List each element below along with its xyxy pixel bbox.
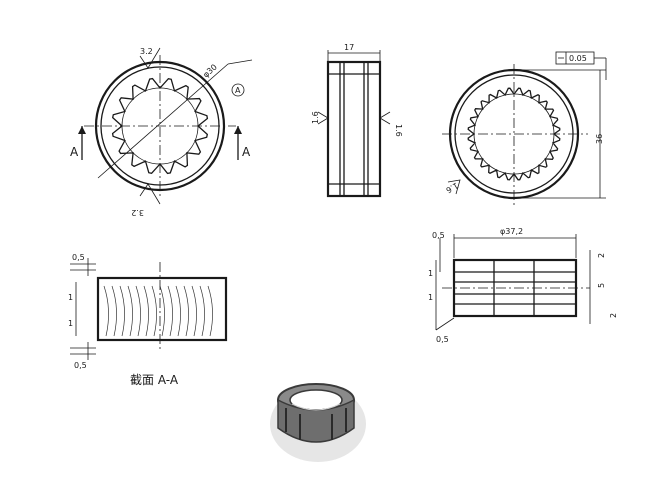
side-view: 17 1.6 1.6 (311, 43, 403, 198)
front-view: φ30 A 3.2 3.2 A A (70, 47, 253, 217)
section-dim-1a: 1 (68, 293, 73, 302)
side-finish-left-symbol (317, 111, 329, 125)
right-finish-symbol (447, 179, 461, 195)
detail-diameter-text: φ37,2 (500, 227, 523, 236)
section-view: 0,5 0,5 1 1 截面 A-A (68, 253, 228, 387)
hatch-line (119, 285, 125, 337)
detail-bottom-leader (435, 317, 455, 331)
datum-circle (231, 83, 245, 97)
hatch-line (151, 285, 157, 337)
section-outline (96, 276, 228, 342)
finish-bottom-text: 3.2 (131, 208, 144, 217)
detail-bottom-offset: 0,5 (436, 335, 449, 344)
hatch-line (199, 285, 205, 337)
section-arrow-right (234, 126, 242, 134)
side-width-text: 17 (344, 43, 354, 52)
detail-offset-text: 0,5 (432, 231, 445, 240)
section-arrow-left (78, 126, 86, 134)
side-finish-right-symbol (379, 111, 391, 125)
hatch-line (207, 285, 213, 337)
hatch-line (183, 285, 189, 337)
tolerance-value: 0.05 (569, 54, 587, 63)
photo-grooves (285, 408, 347, 440)
detail-dim-1a: 1 (428, 269, 433, 278)
detail-dim-1b: 1 (428, 293, 433, 302)
front-diameter-leader-ext (227, 59, 253, 65)
datum-label: A (235, 86, 241, 95)
detail-dim-5: 5 (597, 283, 606, 288)
front-diameter-text: φ30 (201, 62, 219, 79)
finish-top-text: 3.2 (140, 47, 153, 56)
detail-dim-2a: 2 (597, 253, 606, 258)
front-diameter-leader (97, 63, 229, 179)
section-mark-right: A (242, 145, 251, 159)
section-bottom-offset: 0,5 (74, 361, 87, 370)
side-finish-right-text: 1.6 (394, 124, 403, 137)
photo-highlight (291, 403, 341, 411)
section-label: 截面 A-A (130, 373, 179, 387)
section-mark-left: A (70, 145, 79, 159)
side-body (326, 60, 382, 198)
hatch-line (111, 285, 117, 337)
hatch-line (175, 285, 181, 337)
part-photo (270, 383, 366, 462)
right-finish-text: 1.6 (444, 181, 460, 195)
hatch-line (135, 285, 141, 337)
finish-symbol-top (139, 47, 161, 69)
side-finish-left-text: 1.6 (311, 111, 320, 124)
section-dim-1b: 1 (68, 319, 73, 328)
finish-symbol-bottom (139, 183, 161, 205)
hatch-line (127, 285, 133, 337)
detail-dim-2b: 2 (609, 313, 618, 318)
hatch-line (143, 285, 149, 337)
right-outer-dim-text: 36 (595, 134, 604, 144)
detail-view: φ37,2 0,5 1 1 0,5 2 5 2 (428, 227, 618, 344)
hatch-line (191, 285, 197, 337)
right-view: 0.05 36 1.6 (442, 51, 607, 206)
hatch-line (167, 285, 173, 337)
section-hatching (103, 285, 213, 337)
hatch-line (159, 285, 165, 337)
section-top-offset: 0,5 (72, 253, 85, 262)
hatch-line (103, 285, 109, 337)
